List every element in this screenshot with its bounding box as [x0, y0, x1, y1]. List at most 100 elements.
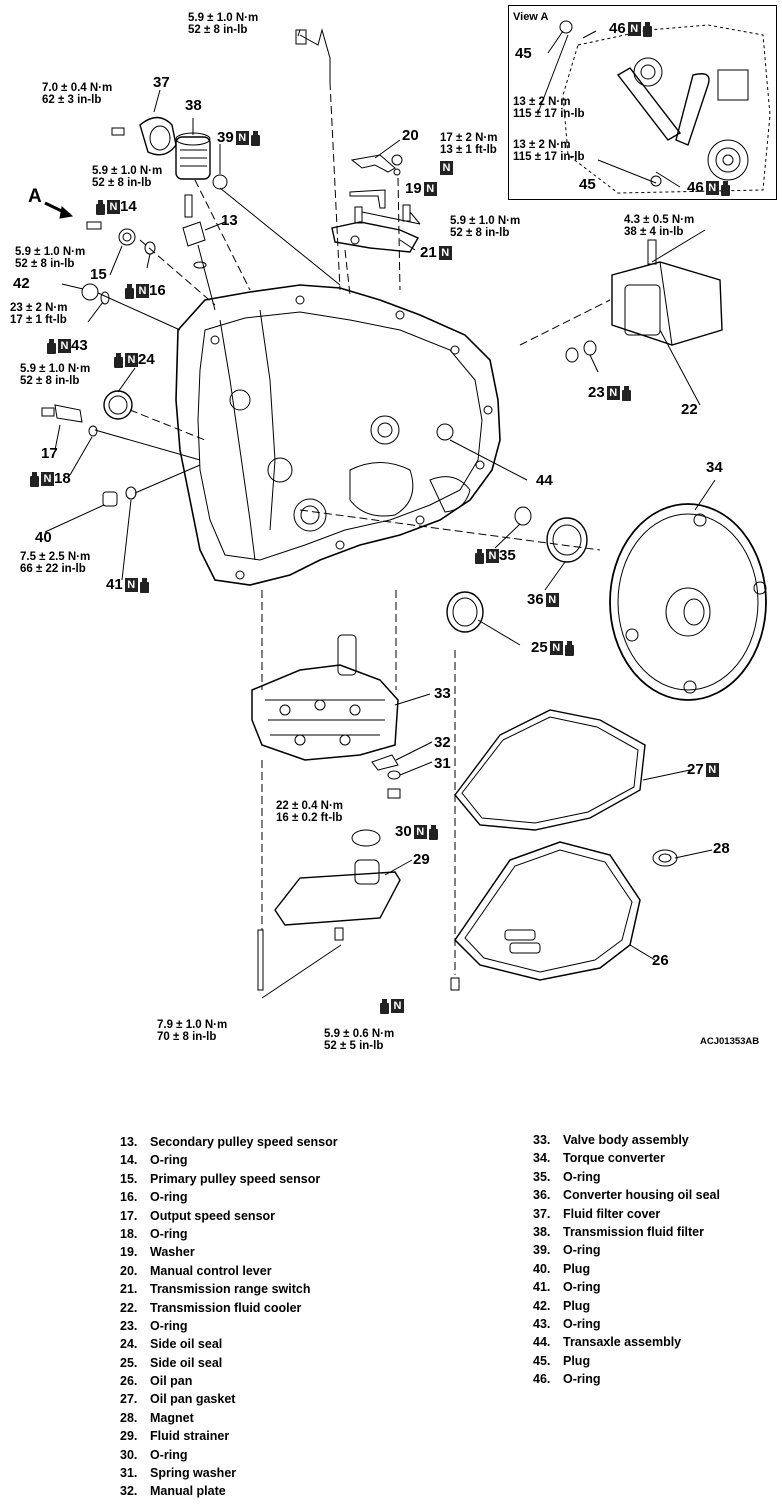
legend-item-label: Transmission fluid filter: [563, 1224, 704, 1239]
fluid-filter-cover: [139, 116, 177, 156]
legend-item-number: 34.: [533, 1151, 551, 1166]
legend-item: 45.Plug: [533, 1354, 720, 1372]
legend-item: 43.O-ring: [533, 1317, 720, 1335]
legend-item: 24.Side oil seal: [120, 1337, 338, 1355]
legend-item-label: Oil pan gasket: [150, 1392, 236, 1407]
legend-item-number: 46.: [533, 1372, 551, 1387]
new-part-nut: N: [438, 160, 453, 176]
legend-item: 16.O-ring: [120, 1190, 338, 1208]
legend-item-label: O-ring: [150, 1226, 188, 1241]
legend-item-label: Transmission fluid cooler: [150, 1300, 302, 1315]
legend-item-label: Fluid filter cover: [563, 1206, 661, 1221]
transaxle-case: [175, 284, 501, 586]
callout-33: 33: [434, 685, 451, 702]
legend-item-number: 38.: [533, 1224, 551, 1239]
legend-item-label: Side oil seal: [150, 1355, 223, 1370]
legend-item-label: O-ring: [563, 1280, 601, 1295]
legend-item: 33.Valve body assembly: [533, 1133, 720, 1151]
diagram-artwork: [41, 20, 771, 999]
legend-item-number: 31.: [120, 1466, 138, 1481]
legend-item: 23.O-ring: [120, 1319, 338, 1337]
legend-item-number: 15.: [120, 1171, 138, 1186]
legend-item-number: 13.: [120, 1135, 138, 1149]
legend-item-number: 21.: [120, 1282, 138, 1297]
legend-item-number: 27.: [120, 1392, 138, 1407]
callout-32: 32: [434, 734, 451, 751]
legend-item-number: 39.: [533, 1243, 551, 1258]
legend-item-label: Converter housing oil seal: [563, 1188, 720, 1203]
legend-item: 21.Transmission range switch: [120, 1282, 338, 1300]
legend-item: 41. O-ring: [533, 1280, 720, 1298]
legend-item-number: 20.: [120, 1263, 138, 1278]
callout-22: 22: [681, 401, 698, 418]
legend-item-number: 35.: [533, 1169, 551, 1184]
callout-28: 28: [713, 840, 730, 857]
legend-item-label: Oil pan: [150, 1374, 193, 1389]
legend-item-number: 41.: [533, 1280, 551, 1295]
fluid-cooler: [611, 261, 723, 346]
legend-item-label: Output speed sensor: [150, 1208, 276, 1223]
legend-item-label: Fluid strainer: [150, 1429, 230, 1444]
callout-15: 15: [90, 266, 107, 283]
legend-item-number: 18.: [120, 1226, 138, 1241]
legend-item-label: Washer: [150, 1245, 195, 1260]
fluid-strainer: [274, 871, 401, 926]
oil-pan: [454, 841, 641, 981]
legend-item-label: Plug: [563, 1353, 591, 1368]
callout-44: 44: [536, 472, 553, 489]
legend-item: 38. Transmission fluid filter: [533, 1225, 720, 1243]
legend-item-label: Primary pulley speed sensor: [150, 1171, 321, 1186]
legend-item-number: 40.: [533, 1261, 551, 1276]
legend-item-number: 42.: [533, 1298, 551, 1313]
legend-item: 13.Secondary pulley speed sensor: [120, 1135, 338, 1153]
legend-item-number: 25.: [120, 1355, 138, 1370]
legend-item: 17.Output speed sensor: [120, 1209, 338, 1227]
legend-item-label: Plug: [563, 1298, 591, 1313]
legend-item-number: 36.: [533, 1188, 551, 1203]
callout-38: 38: [185, 97, 202, 114]
legend-item-number: 29.: [120, 1429, 138, 1444]
legend-item-label: Magnet: [150, 1410, 194, 1425]
legend-item-number: 30.: [120, 1447, 138, 1462]
legend-item-number: 28.: [120, 1410, 138, 1425]
legend-item: 15. Primary pulley speed sensor: [120, 1172, 338, 1190]
legend-item-number: 16.: [120, 1190, 138, 1205]
legend-item: 26.Oil pan: [120, 1374, 338, 1392]
fluid-filter: [175, 136, 211, 180]
legend-item-number: 14.: [120, 1153, 138, 1168]
torque-converter: [609, 503, 767, 701]
legend-item: 35. O-ring: [533, 1170, 720, 1188]
legend-item-label: O-ring: [150, 1153, 188, 1168]
pan-bolt-symbols: N: [378, 998, 404, 1014]
legend-item-label: Manual plate: [150, 1484, 226, 1499]
legend-item: 20.Manual control lever: [120, 1264, 338, 1282]
callout-45-view-a-lower: 45: [579, 176, 596, 193]
legend-item-label: O-ring: [563, 1169, 601, 1184]
legend-item-number: 37.: [533, 1206, 551, 1221]
manual-control-lever: [350, 154, 396, 173]
legend-item-number: 32.: [120, 1484, 138, 1499]
legend-item-label: Torque converter: [563, 1151, 665, 1166]
callout-34: 34: [706, 459, 723, 476]
callout-29: 29: [413, 851, 430, 868]
